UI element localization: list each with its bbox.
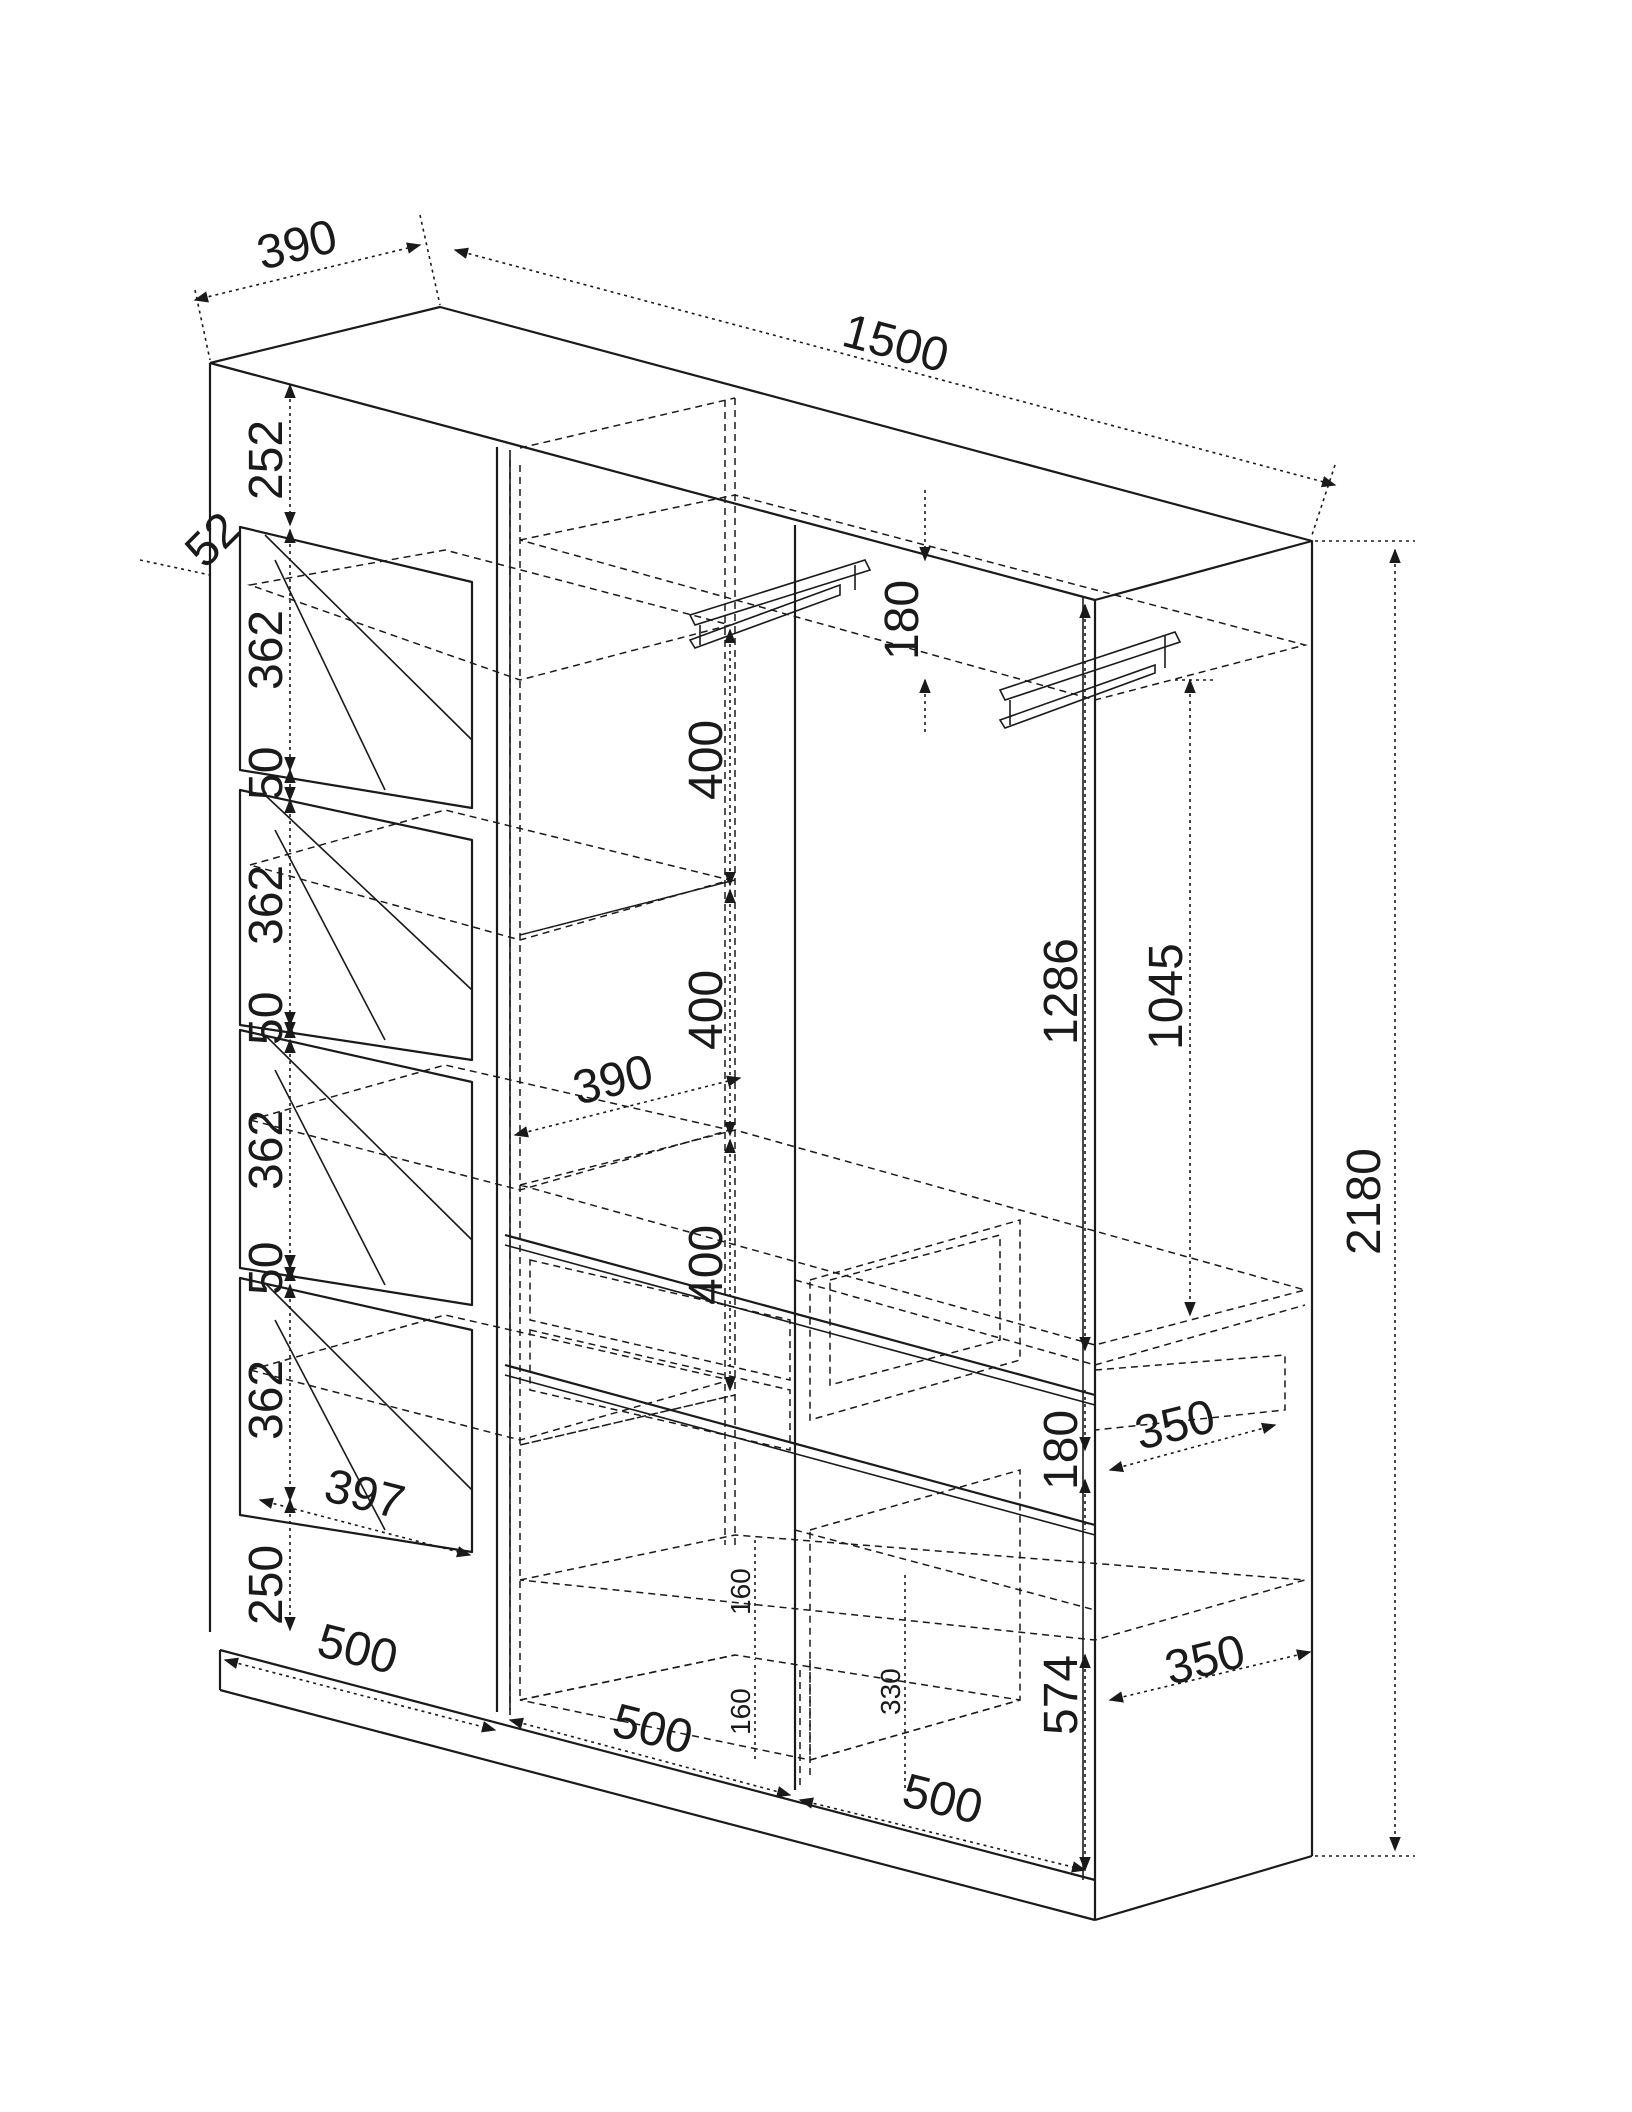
dim-gap-1: 50 xyxy=(240,747,293,800)
dim-bottom-gap: 250 xyxy=(240,1545,293,1625)
dim-basket-gap: 180 xyxy=(1035,1410,1088,1490)
dim-right-height: 1286 xyxy=(1035,938,1088,1045)
dim-drawer-2: 362 xyxy=(240,865,293,945)
dim-drawer-3: 362 xyxy=(240,1110,293,1190)
dim-base-right: 500 xyxy=(897,1764,988,1835)
dim-basket-depth: 350 xyxy=(1130,1390,1221,1461)
dim-width-total: 1500 xyxy=(837,304,954,383)
dim-gap-3: 50 xyxy=(240,1242,293,1295)
dim-drawer-width: 397 xyxy=(319,1459,410,1530)
hanging-rails xyxy=(688,559,1182,729)
dim-depth-top: 390 xyxy=(252,210,343,281)
dim-lower-depth: 350 xyxy=(1160,1625,1251,1696)
dimension-labels: 390 1500 2180 252 52 362 50 362 50 362 5… xyxy=(175,210,1391,1835)
dim-drawer-1: 362 xyxy=(240,610,293,690)
dim-base-left: 500 xyxy=(312,1614,403,1685)
dim-rail-drop: 180 xyxy=(876,580,929,660)
dim-shelf-1: 400 xyxy=(680,720,733,800)
dim-small-160-b: 160 xyxy=(725,1688,756,1735)
dim-gap-2: 50 xyxy=(240,992,293,1045)
dim-shelf-3: 400 xyxy=(680,1225,733,1305)
dim-small-160-a: 160 xyxy=(725,1568,756,1615)
drawer-fronts xyxy=(238,525,474,1554)
dim-top-gap: 252 xyxy=(240,420,293,500)
dim-hang-height: 1045 xyxy=(1140,943,1193,1050)
dimension-lines xyxy=(139,214,1415,1873)
dim-shelf-2: 400 xyxy=(680,970,733,1050)
dim-drawer-4: 362 xyxy=(240,1360,293,1440)
dim-lower-height: 574 xyxy=(1035,1655,1088,1735)
dim-small-330: 330 xyxy=(875,1668,906,1715)
dim-height-total: 2180 xyxy=(1338,1148,1391,1255)
dim-inner-depth: 390 xyxy=(568,1045,659,1116)
interior-structure xyxy=(247,397,1308,1790)
